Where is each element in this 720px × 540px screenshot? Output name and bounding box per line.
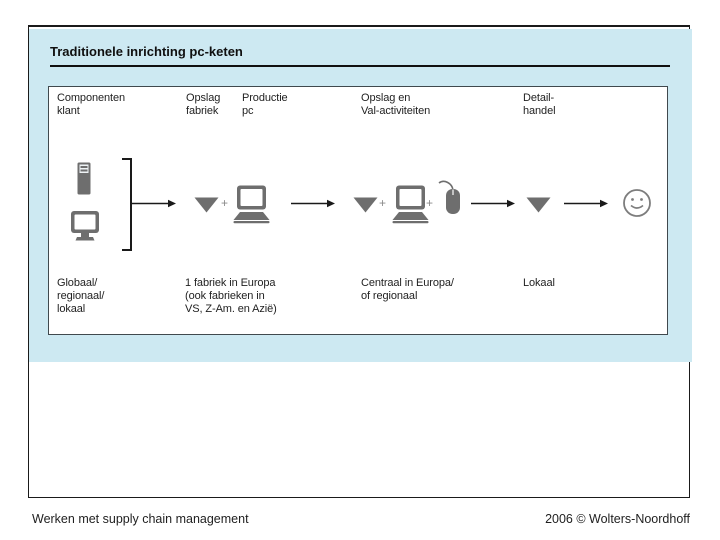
arrow-right-icon [132,199,176,208]
desktop-monitor-icon [71,211,99,241]
column-header: Componenten klant [57,92,126,117]
plus-sign: + [426,196,434,210]
title-underline [50,65,670,67]
plus-sign: + [221,196,229,210]
footer-book-title: Werken met supply chain management [32,512,249,526]
smiley-customer-icon [623,189,651,217]
column-note: Lokaal [523,277,555,289]
column-note: Globaal/ regionaal/ lokaal [57,277,105,315]
figure-title: Traditionele inrichting pc-keten [50,44,243,59]
arrow-right-icon [471,199,515,208]
computer-tower-icon [77,162,91,195]
column-header: Opslag fabriek [186,92,221,117]
pc-icon [392,185,429,224]
inventory-triangle-icon [526,197,551,213]
inventory-triangle-icon [353,197,378,213]
pc-icon [233,185,270,224]
footer-copyright: 2006 © Wolters-Noordhoff [545,512,690,526]
diagram-box [48,86,668,335]
grouping-bracket [122,158,132,251]
plus-sign: + [379,196,387,210]
column-header: Detail- handel [523,92,556,117]
inventory-triangle-icon [194,197,219,213]
column-header: Productie pc [242,92,288,117]
column-note: Centraal in Europa/ of regionaal [361,277,454,302]
column-header: Opslag en Val-activiteiten [361,92,431,117]
mouse-icon [438,180,460,214]
arrow-right-icon [564,199,608,208]
column-note: 1 fabriek in Europa (ook fabrieken in VS… [185,277,277,315]
arrow-right-icon [291,199,335,208]
